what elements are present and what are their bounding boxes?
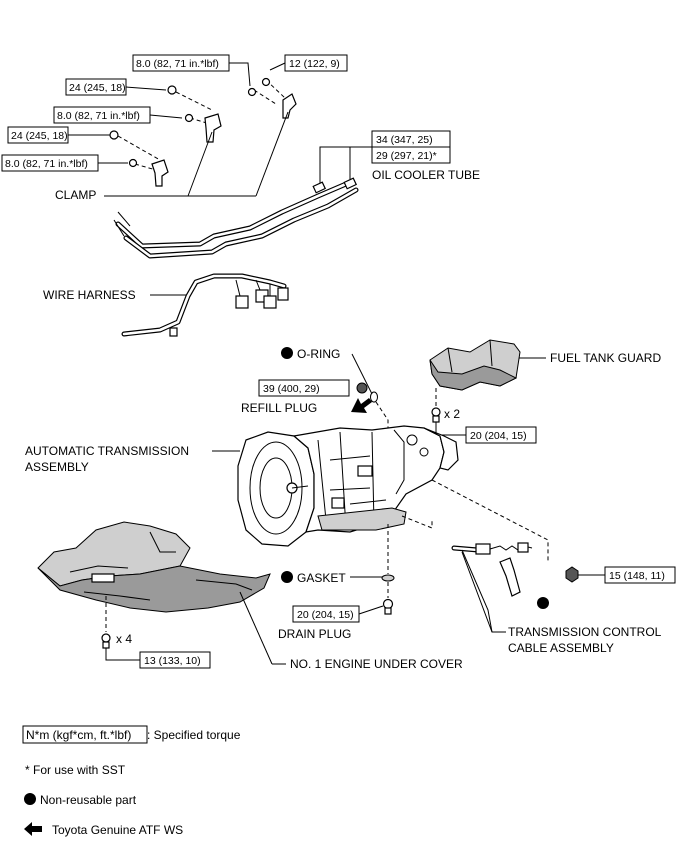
drain-plug-icon [382,598,394,615]
svg-text:: Specified torque: : Specified torque [147,728,241,742]
oil-cooler-tube [113,177,359,259]
fuel-tank-guard [429,339,521,391]
svg-text:24 (245, 18): 24 (245, 18) [11,130,68,142]
legend-sst-note: * For use with SST [25,763,126,777]
refill-plug-label: REFILL PLUG [241,401,317,415]
svg-text:20 (204, 15): 20 (204, 15) [470,430,527,442]
svg-text:13 (133, 10): 13 (133, 10) [144,655,201,667]
oil-cooler-tube-label: OIL COOLER TUBE [372,168,480,182]
clamp-label: CLAMP [55,188,96,202]
svg-text:Non-reusable part: Non-reusable part [40,793,137,807]
svg-text:34 (347, 25): 34 (347, 25) [376,134,433,146]
torque-box-cover: 13 (133, 10) [139,651,211,669]
svg-text:24 (245, 18): 24 (245, 18) [69,82,126,94]
at-assembly-label-line1: AUTOMATIC TRANSMISSION [25,444,189,458]
bolt-icon [101,633,111,649]
torque-box-cooler: 34 (347, 25) 29 (297, 21)* [371,130,451,164]
svg-text:15 (148, 11): 15 (148, 11) [609,570,665,582]
torque-box-cable: 15 (148, 11) [604,566,676,584]
torque-box-guard: 20 (204, 15) [465,426,537,444]
cable-bolt-icon [565,566,579,583]
x4-label: x 4 [116,632,132,646]
atf-arrow-icon [24,822,42,836]
legend: N*m (kgf*cm, ft.*lbf) : Specified torque… [22,725,241,837]
svg-text:N*m (kgf*cm, ft.*lbf): N*m (kgf*cm, ft.*lbf) [26,728,131,742]
svg-text:8.0 (82, 71 in.*lbf): 8.0 (82, 71 in.*lbf) [57,110,140,122]
drain-plug-label: DRAIN PLUG [278,627,351,641]
engine-under-cover [37,521,271,613]
torque-box-pipe-top-right: 12 (122, 9) [284,54,348,72]
non-reusable-icon [24,793,36,805]
torque-box-clamp-8-b: 8.0 (82, 71 in.*lbf) [1,154,99,172]
svg-text:Toyota Genuine ATF WS: Toyota Genuine ATF WS [52,823,183,837]
torque-box-drain: 20 (204, 15) [292,605,360,623]
wire-harness [121,273,289,337]
non-reusable-icon [537,597,549,609]
wire-harness-label: WIRE HARNESS [43,288,136,302]
refill-plug-icon [356,382,368,394]
non-reusable-icon [281,571,293,583]
transmission-control-cable [451,542,533,633]
torque-box-clamp-8-a: 8.0 (82, 71 in.*lbf) [53,106,151,124]
torque-box-refill: 39 (400, 29) [258,379,350,397]
svg-text:12 (122, 9): 12 (122, 9) [289,58,340,70]
o-ring-icon [370,391,378,403]
gasket-label: GASKET [297,571,346,585]
x2-label: x 2 [444,407,460,421]
legend-non-reusable: Non-reusable part [24,793,137,807]
torque-box-bolt-24-b: 24 (245, 18) [7,126,69,144]
tcc-label-line1: TRANSMISSION CONTROL [508,625,662,639]
svg-text:39 (400, 29): 39 (400, 29) [263,383,320,395]
torque-box-bolt-24-a: 24 (245, 18) [65,78,127,96]
fuel-tank-guard-label: FUEL TANK GUARD [550,351,661,365]
tcc-label-line2: CABLE ASSEMBLY [508,641,614,655]
svg-text:29 (297, 21)*: 29 (297, 21)* [376,150,437,162]
non-reusable-icon [281,347,293,359]
svg-text:8.0 (82, 71 in.*lbf): 8.0 (82, 71 in.*lbf) [5,158,88,170]
torque-box-pipe-top-left: 8.0 (82, 71 in.*lbf) [132,54,230,72]
legend-atf: Toyota Genuine ATF WS [24,822,183,837]
automatic-transmission [237,425,459,547]
atf-arrow-icon [351,398,372,413]
clamp-icon [151,93,297,187]
under-cover-label: NO. 1 ENGINE UNDER COVER [290,657,463,671]
gasket-icon [381,574,395,582]
bolt-icon [431,407,441,423]
svg-text:8.0 (82, 71 in.*lbf): 8.0 (82, 71 in.*lbf) [136,58,219,70]
bolt-icon [109,77,271,168]
o-ring-label: O-RING [297,347,340,361]
legend-torque-unit: N*m (kgf*cm, ft.*lbf) : Specified torque [22,725,241,744]
svg-text:20 (204, 15): 20 (204, 15) [297,609,354,621]
at-assembly-label-line2: ASSEMBLY [25,460,89,474]
